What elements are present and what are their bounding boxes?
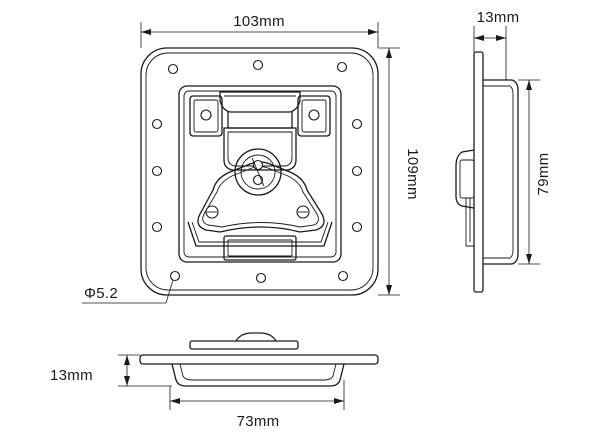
mounting-hole [151,221,163,233]
side-plate [473,51,484,293]
turn-knob-ring [240,154,276,190]
mounting-holes [151,59,363,284]
front-plate-outer [140,47,379,296]
label-bottom-depth: 13mm [50,367,93,384]
latch-base [187,221,333,247]
mounting-hole [336,61,348,73]
latch-foot [223,235,297,261]
label-front-height: 109mm [404,148,421,200]
bottom-dish [171,363,345,387]
latch-hook [223,127,297,171]
bottom-handle [189,340,299,350]
dim-bottom-depth [118,354,172,387]
mounting-hole [351,118,363,130]
dim-front-width [140,22,379,48]
label-side-depth: 13mm [477,9,520,26]
side-dish [483,79,519,265]
front-view [140,47,379,296]
dim-side-height [518,79,540,265]
bottom-plate [139,354,379,365]
keeper-bracket [189,91,331,137]
label-side-height: 79mm [535,153,552,196]
mounting-hole [167,63,179,75]
bottom-view [139,332,379,387]
dim-side-depth [473,26,507,80]
label-front-width: 103mm [233,13,285,30]
bracket-rivet [308,109,320,121]
handle-screw [205,205,219,219]
butterfly-handle [197,161,325,233]
mounting-hole [351,165,363,177]
mounting-hole [151,165,163,177]
label-bottom-width: 73mm [237,413,280,430]
mounting-hole [337,270,349,282]
mounting-hole [169,270,181,282]
recessed-dish-inner [183,90,337,258]
front-plate-inner [145,52,374,291]
dim-front-height [378,47,400,296]
bracket-rivet [200,109,212,121]
mounting-hole [351,221,363,233]
handle-screw [296,205,310,219]
dim-bottom-width [169,380,345,410]
recessed-dish [178,85,342,263]
label-hole-diameter: Φ5.2 [84,285,118,302]
mounting-hole [151,118,163,130]
mounting-hole [252,59,264,71]
turn-knob-outer [234,148,282,196]
dim-hole-diameter [82,279,174,304]
mounting-hole [255,272,267,284]
side-view [455,51,519,293]
side-handle [455,149,475,209]
